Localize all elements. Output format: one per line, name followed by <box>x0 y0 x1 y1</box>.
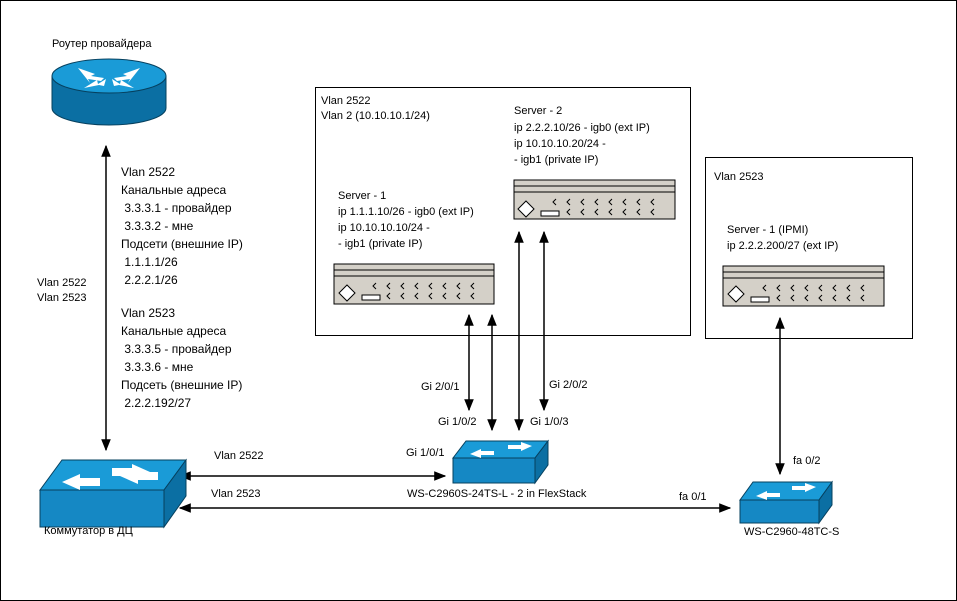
server2-ip: ip 2.2.2.10/26 - igb0 (ext IP) <box>514 122 650 134</box>
bottom-link-vlan-2522: Vlan 2522 <box>214 450 264 462</box>
switch-icon <box>39 458 187 529</box>
port-gi103: Gi 1/0/3 <box>530 416 569 428</box>
left-link-vlan-2523: Vlan 2523 <box>37 292 87 304</box>
access-switch-label: WS-C2960-48TC-S <box>744 526 840 538</box>
vlan-2523-note: 3.3.3.5 - провайдер <box>121 342 232 356</box>
server1-name: Server - 1 <box>338 190 387 202</box>
vlan-2522-note: 1.1.1.1/26 <box>121 255 178 269</box>
vlan-2523-box <box>705 157 913 339</box>
router-icon <box>51 58 167 126</box>
vlan-2522-title: Vlan 2522 <box>121 165 176 179</box>
stack-switch-label: WS-C2960S-24TS-L - 2 in FlexStack <box>407 488 587 500</box>
vlan-2522-note: 2.2.2.1/26 <box>121 273 178 287</box>
server-icon <box>333 263 495 305</box>
server-icon <box>722 265 885 307</box>
vlan-2523-note: Подсеть (внешние IP) <box>121 378 243 392</box>
server1-ip: - igb1 (private IP) <box>338 238 423 250</box>
vlan-2522-box <box>315 87 691 336</box>
left-link-vlan-2522: Vlan 2522 <box>37 277 87 289</box>
switch-icon <box>739 480 833 525</box>
vlan-2523-note: Канальные адреса <box>121 324 227 338</box>
port-gi101: Gi 1/0/1 <box>406 447 445 459</box>
vlan-2523-note: 3.3.3.6 - мне <box>121 360 194 374</box>
box-2522-title: Vlan 2522 <box>321 95 371 107</box>
vlan-2523-note: 2.2.2.192/27 <box>121 396 192 410</box>
box-2523-title: Vlan 2523 <box>714 171 764 183</box>
port-gi202: Gi 2/0/2 <box>549 379 588 391</box>
port-fa02: fa 0/2 <box>793 455 821 467</box>
port-gi201: Gi 2/0/1 <box>421 381 460 393</box>
box-2522-subtitle: Vlan 2 (10.10.10.1/24) <box>321 110 430 122</box>
ipmi-server-ip: ip 2.2.2.200/27 (ext IP) <box>727 240 839 252</box>
vlan-2522-note: Канальные адреса <box>121 183 227 197</box>
vlan-2522-note: 3.3.3.1 - провайдер <box>121 201 232 215</box>
server2-name: Server - 2 <box>514 105 563 117</box>
server1-ip: ip 10.10.10.10/24 - <box>338 222 430 234</box>
port-fa01: fa 0/1 <box>679 491 707 503</box>
router-label: Роутер провайдера <box>52 38 152 50</box>
vlan-2522-note: 3.3.3.2 - мне <box>121 219 194 233</box>
switch-icon <box>451 439 550 485</box>
server1-ip: ip 1.1.1.10/26 - igb0 (ext IP) <box>338 206 474 218</box>
port-gi102: Gi 1/0/2 <box>438 416 477 428</box>
server-icon <box>513 179 676 220</box>
bottom-link-vlan-2523: Vlan 2523 <box>211 488 261 500</box>
server2-ip: ip 10.10.10.20/24 - <box>514 138 606 150</box>
vlan-2522-note: Подсети (внешние IP) <box>121 237 243 251</box>
vlan-2523-title: Vlan 2523 <box>121 306 176 320</box>
dc-switch-label: Коммутатор в ДЦ <box>44 525 133 537</box>
server2-ip: - igb1 (private IP) <box>514 154 599 166</box>
ipmi-server-name: Server - 1 (IPMI) <box>727 224 809 236</box>
